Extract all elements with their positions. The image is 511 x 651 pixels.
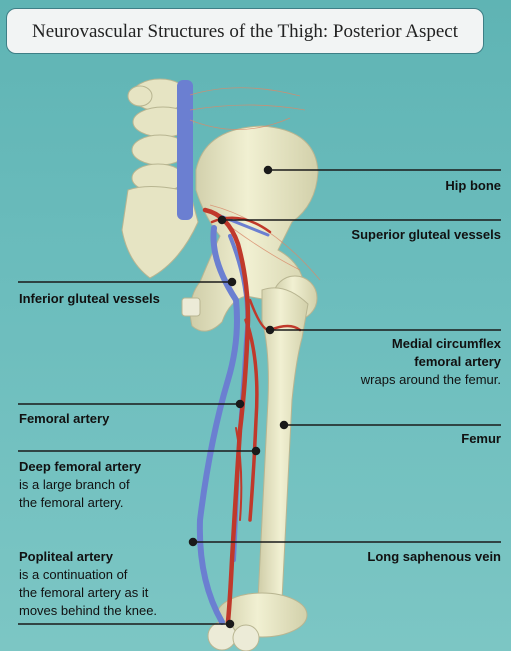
medial-circumflex-line-3: wraps around the femur.	[360, 372, 501, 387]
superior-gluteal-dot	[217, 215, 227, 225]
vena-cava	[177, 80, 193, 220]
femur-dot	[279, 420, 289, 430]
title-box: Neurovascular Structures of the Thigh: P…	[6, 8, 484, 54]
popliteal-line-3: the femoral artery as it	[19, 585, 149, 600]
label-long-saphenous-vein: Long saphenous vein	[367, 549, 501, 564]
label-femur: Femur	[461, 431, 501, 446]
deep-femoral-line-1: Deep femoral artery	[19, 459, 142, 474]
label-medial-circumflex: Medial circumflex femoral artery wraps a…	[361, 335, 501, 389]
inferior-gluteal-dot	[227, 277, 237, 287]
popliteal-line-2: is a continuation of	[19, 567, 128, 582]
popliteal-line-4: moves behind the knee.	[19, 603, 158, 618]
deep-femoral-line-2: is a large branch of	[19, 477, 130, 492]
hip-bone-dot	[263, 165, 273, 175]
long-saphenous-dot	[188, 537, 198, 547]
label-hip-bone: Hip bone	[445, 178, 501, 193]
label-deep-femoral-artery: Deep femoral artery is a large branch of…	[19, 458, 141, 512]
label-femoral-artery: Femoral artery	[19, 411, 110, 426]
label-popliteal-artery: Popliteal artery is a continuation of th…	[19, 548, 157, 620]
deep-femoral-line-3: the femoral artery.	[19, 495, 124, 510]
medial-circumflex-line-1: Medial circumflex	[391, 336, 501, 351]
femur-shape	[216, 275, 318, 638]
popliteal-dot	[225, 619, 235, 629]
page-title: Neurovascular Structures of the Thigh: P…	[32, 21, 458, 42]
deep-femoral-dot	[251, 446, 261, 456]
popliteal-line-1: Popliteal artery	[19, 549, 113, 564]
medial-circumflex-dot	[265, 325, 275, 335]
label-superior-gluteal-vessels: Superior gluteal vessels	[351, 227, 501, 242]
knee-condyle-2	[232, 624, 260, 651]
ischial-pad	[181, 297, 201, 317]
femoral-artery-dot	[235, 399, 245, 409]
label-inferior-gluteal-vessels: Inferior gluteal vessels	[19, 291, 160, 306]
medial-circumflex-line-2: femoral artery	[414, 354, 501, 369]
